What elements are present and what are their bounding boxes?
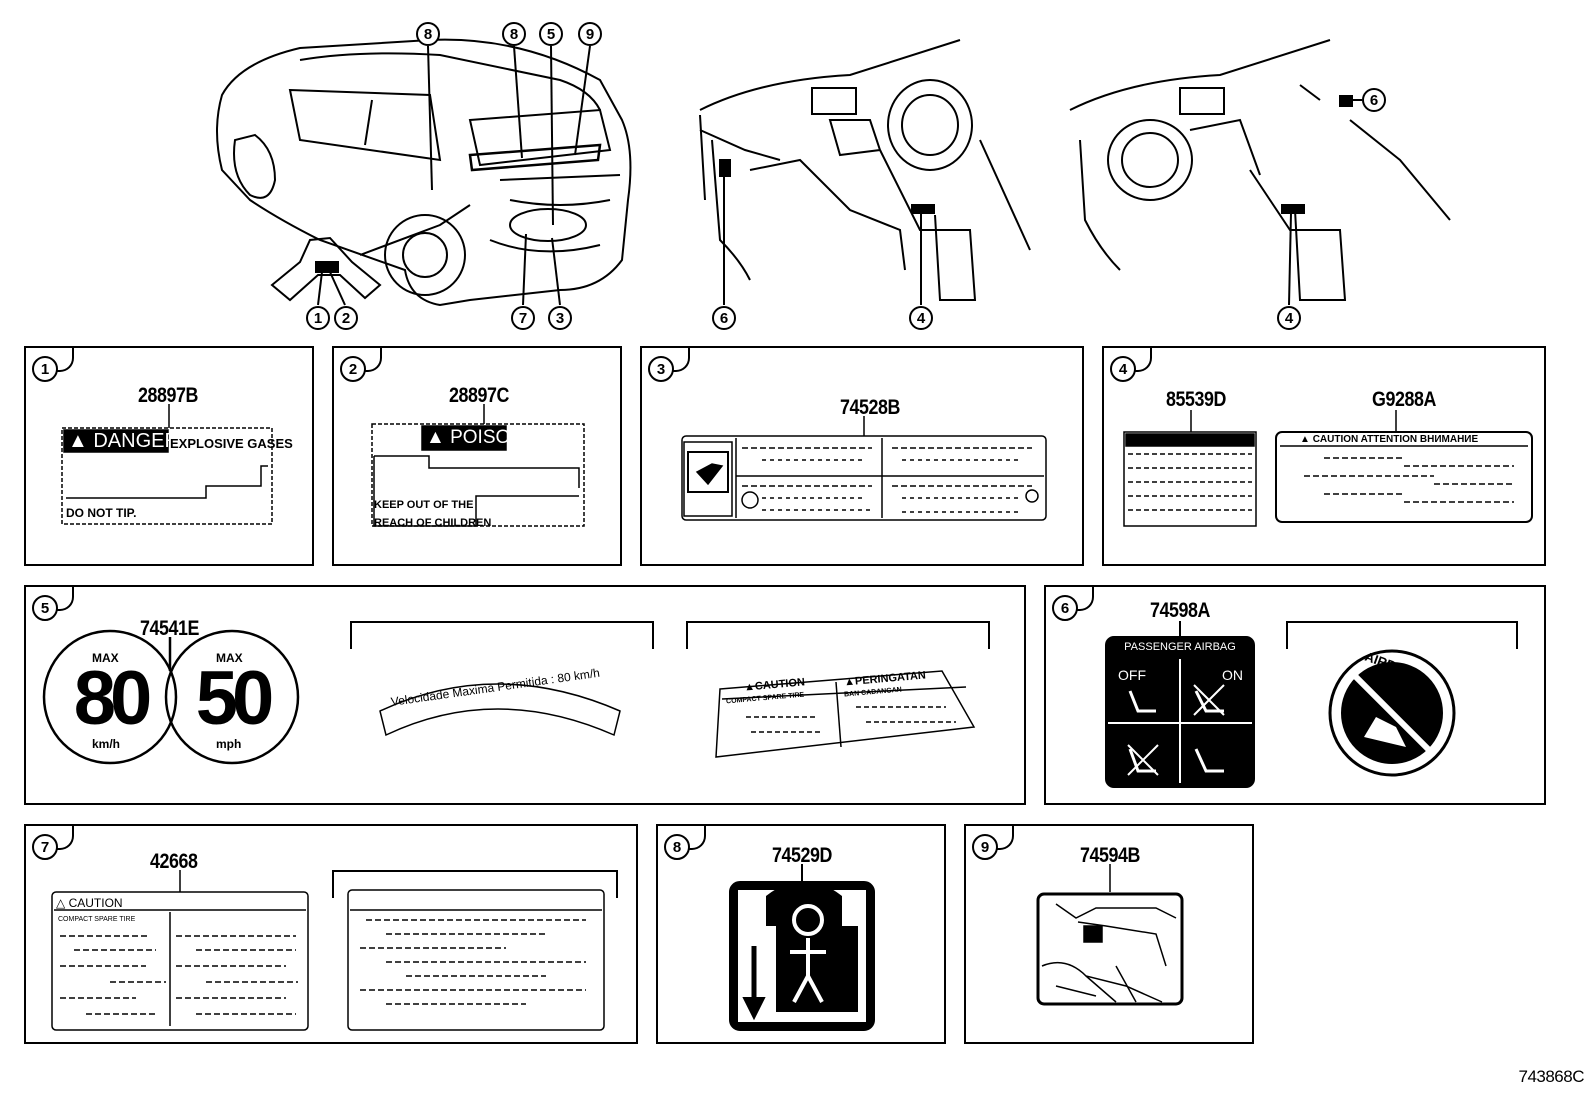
part-number: 74529D bbox=[772, 844, 832, 867]
airbag-off-text: OFF bbox=[1118, 667, 1146, 683]
panel-5: 5 74541E MAX 80 km/h MAX 50 mph Velocida… bbox=[24, 585, 1026, 805]
callout-4a: 4 bbox=[909, 306, 933, 330]
callout-2: 2 bbox=[334, 306, 358, 330]
variant-bracket-3 bbox=[1286, 621, 1518, 649]
callout-5: 5 bbox=[539, 22, 563, 46]
callout-7: 7 bbox=[511, 306, 535, 330]
compact-spare-label: COMPACT SPARE TIRE bbox=[58, 916, 136, 923]
panel-number: 2 bbox=[340, 356, 366, 382]
part-number: 28897C bbox=[449, 384, 509, 407]
panel-7: 7 42668 △ CAUTION COMPACT SPARE TIRE bbox=[24, 824, 638, 1044]
panel-1: 1 28897B ▲ DANGER EXPLOSIVE GASES DO NOT… bbox=[24, 346, 314, 566]
unit-mph: mph bbox=[216, 737, 242, 751]
danger-footer: DO NOT TIP. bbox=[66, 506, 137, 520]
panel-3: 3 74528B bbox=[640, 346, 1084, 566]
callout-6b: 6 bbox=[1362, 88, 1386, 112]
panel-number: 3 bbox=[648, 356, 674, 382]
max-label-1: MAX bbox=[92, 651, 119, 665]
part-number-2: G9288A bbox=[1372, 388, 1436, 411]
unit-kmh: km/h bbox=[92, 737, 121, 751]
part-number: 42668 bbox=[150, 850, 198, 873]
danger-label: ▲ DANGER bbox=[68, 430, 179, 452]
panel-9: 9 74594B bbox=[964, 824, 1254, 1044]
caution-attention-text: ▲ CAUTION ATTENTION ВНИМАНИЕ bbox=[1300, 434, 1479, 445]
part-number-1: 85539D bbox=[1166, 388, 1226, 411]
panel-number: 9 bbox=[972, 834, 998, 860]
part-number: 74528B bbox=[840, 396, 900, 419]
speed-kmh: 80 bbox=[73, 656, 153, 741]
variant-bracket-1 bbox=[350, 621, 654, 649]
airbag-on-text: ON bbox=[1222, 667, 1243, 683]
callout-1: 1 bbox=[306, 306, 330, 330]
callout-3: 3 bbox=[548, 306, 572, 330]
speed-mph: 50 bbox=[195, 656, 275, 741]
callout-6a: 6 bbox=[712, 306, 736, 330]
panel-4: 4 85539D G9288A ▲ CAUTION ATTENTION ВНИМ… bbox=[1102, 346, 1546, 566]
callout-9: 9 bbox=[578, 22, 602, 46]
part-number: 74598A bbox=[1150, 599, 1210, 622]
passenger-airbag-text: PASSENGER AIRBAG bbox=[1124, 641, 1236, 653]
panel-number: 5 bbox=[32, 595, 58, 621]
panel-6: 6 74598A PASSENGER AIRBAG OFF ON AIRBAG bbox=[1044, 585, 1546, 805]
figure-reference: 743868C bbox=[1518, 1067, 1584, 1086]
variant-bracket-4 bbox=[332, 870, 618, 898]
part-number: 74594B bbox=[1080, 844, 1140, 867]
callout-4b: 4 bbox=[1277, 306, 1301, 330]
callout-8a: 8 bbox=[416, 22, 440, 46]
variant-bracket-2 bbox=[686, 621, 990, 649]
callout-8b: 8 bbox=[502, 22, 526, 46]
part-number: 74541E bbox=[140, 617, 199, 640]
danger-subtitle: EXPLOSIVE GASES bbox=[170, 436, 293, 451]
part-number: 28897B bbox=[138, 384, 198, 407]
poison-label: ▲ POISON bbox=[426, 427, 524, 448]
max-label-2: MAX bbox=[216, 651, 243, 665]
caution-label: △ CAUTION bbox=[56, 896, 123, 910]
panel-8: 8 74529D bbox=[656, 824, 946, 1044]
